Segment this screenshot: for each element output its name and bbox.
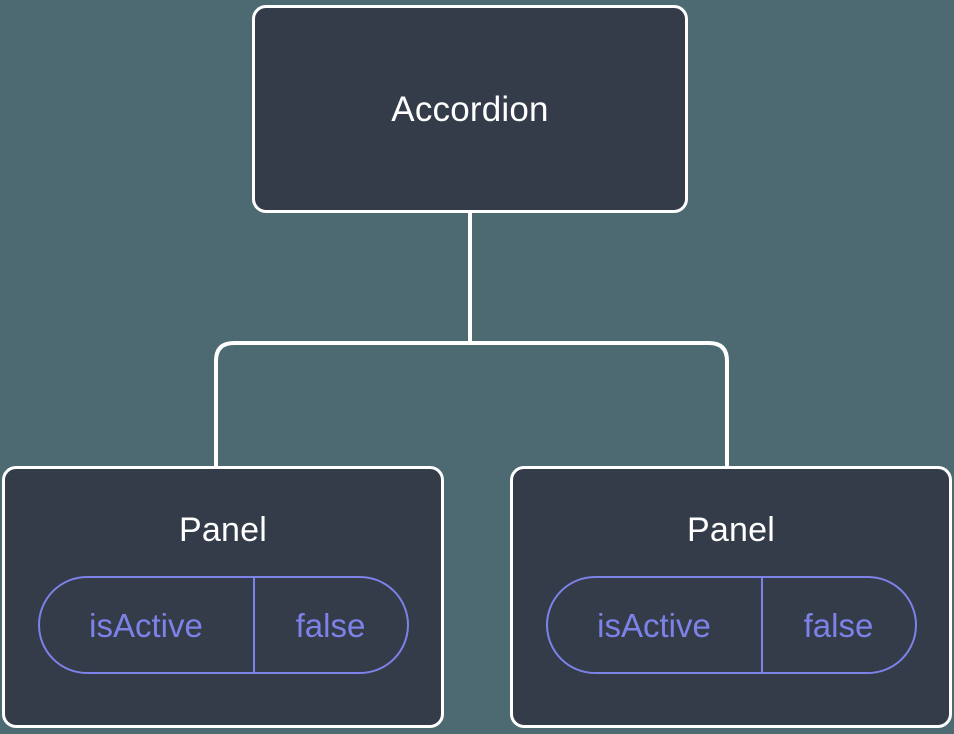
node-panel-2-state-value: false [803,606,874,644]
node-accordion-label: Accordion [391,89,549,129]
node-accordion[interactable]: Accordion [252,5,688,213]
node-panel-1-state-pill[interactable]: isActive false [37,576,409,674]
node-panel-1[interactable]: Panel isActive false [2,466,444,728]
edge-root-to-panel-right [470,341,729,470]
node-panel-2-label: Panel [687,511,775,549]
node-panel-1-state-key: isActive [40,578,255,672]
node-panel-1-state-value: false [295,606,366,644]
node-panel-2[interactable]: Panel isActive false [510,466,952,728]
edge-root-to-panel-left [214,341,470,470]
node-panel-2-state-key: isActive [548,578,763,672]
node-panel-1-label: Panel [179,511,267,549]
node-panel-2-state-pill[interactable]: isActive false [545,576,917,674]
